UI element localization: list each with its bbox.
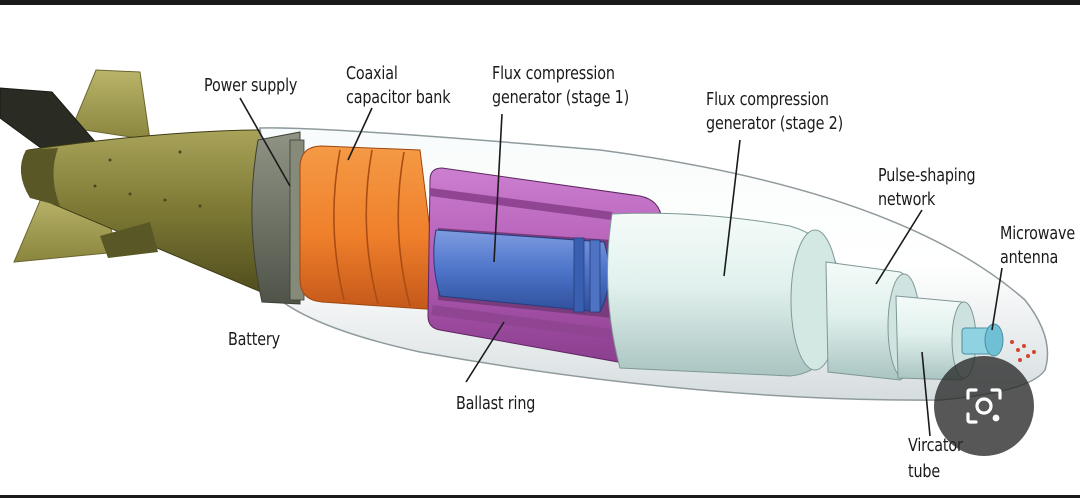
tail-fin-upper xyxy=(71,69,151,141)
microwave-antenna-part xyxy=(961,323,1036,362)
label-coaxial-line2: capacitor bank xyxy=(346,88,451,108)
label-flux2-line1: Flux compression xyxy=(706,90,829,110)
tail-cone xyxy=(20,148,60,206)
flux-generator-stage2 xyxy=(607,212,843,377)
label-battery: Battery xyxy=(228,330,280,350)
label-flux2-line2: generator (stage 2) xyxy=(706,114,844,134)
label-flux1-line1: Flux compression xyxy=(492,64,615,84)
label-flux1-line2: generator (stage 1) xyxy=(492,88,630,108)
casing-rivets xyxy=(93,150,202,208)
image-search-icon xyxy=(966,388,1002,424)
label-microwave-line2: antenna xyxy=(1000,248,1059,268)
flux-generator-stage1 xyxy=(427,167,663,367)
label-ballast-ring: Ballast ring xyxy=(456,394,536,414)
label-vircator-line2: tube xyxy=(908,462,941,482)
top-border xyxy=(0,0,1080,5)
capacitor-bank xyxy=(299,145,441,311)
label-pulse-line1: Pulse-shaping xyxy=(878,166,976,186)
label-pulse-line2: network xyxy=(878,190,936,210)
leader-lines xyxy=(239,97,1003,437)
bottom-border xyxy=(0,495,1080,498)
image-search-button[interactable] xyxy=(934,356,1034,456)
fin-bracket xyxy=(100,222,158,258)
label-microwave-line1: Microwave xyxy=(1000,224,1076,244)
label-power-supply: Power supply xyxy=(204,76,298,96)
power-supply-block xyxy=(251,131,301,305)
label-coaxial-line1: Coaxial xyxy=(346,64,398,84)
